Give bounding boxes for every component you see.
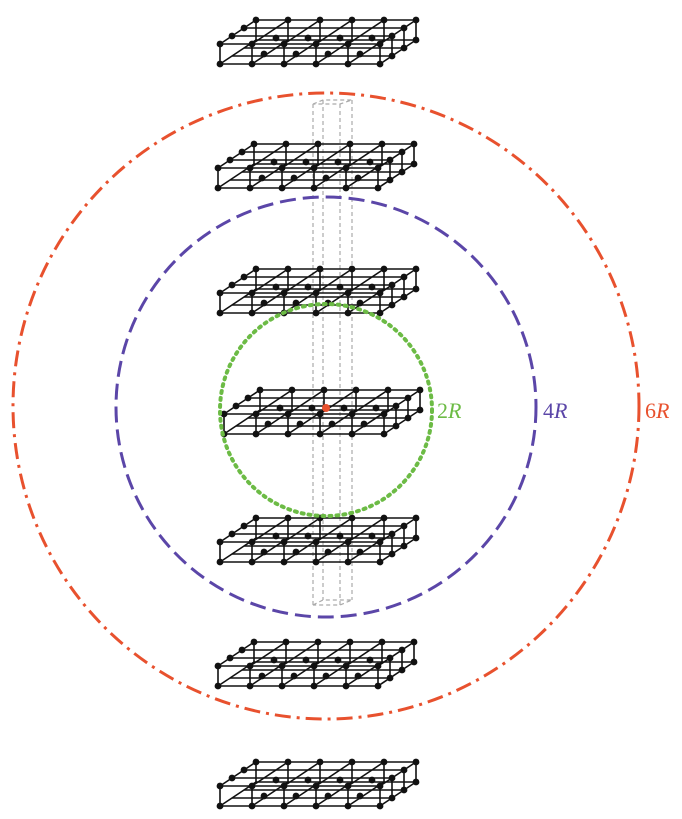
lattice-layer-5 — [215, 513, 421, 567]
circle-6R — [11, 91, 641, 721]
lattice-layer-3 — [215, 264, 421, 318]
circle-4R — [114, 195, 538, 619]
central-atom — [322, 404, 330, 412]
label-4R: 4R — [543, 398, 568, 423]
label-6R: 6R — [645, 398, 670, 423]
lattice-layers — [213, 15, 425, 811]
lattice-layer-2 — [213, 139, 419, 193]
label-2R: 2R — [437, 398, 462, 423]
lattice-layer-6 — [213, 637, 419, 691]
radius-circles — [11, 91, 641, 721]
lattice-layer-4 — [219, 385, 425, 439]
lattice-layer-7 — [215, 757, 421, 811]
circle-2R — [218, 302, 434, 518]
lattice-layer-1 — [215, 15, 421, 69]
